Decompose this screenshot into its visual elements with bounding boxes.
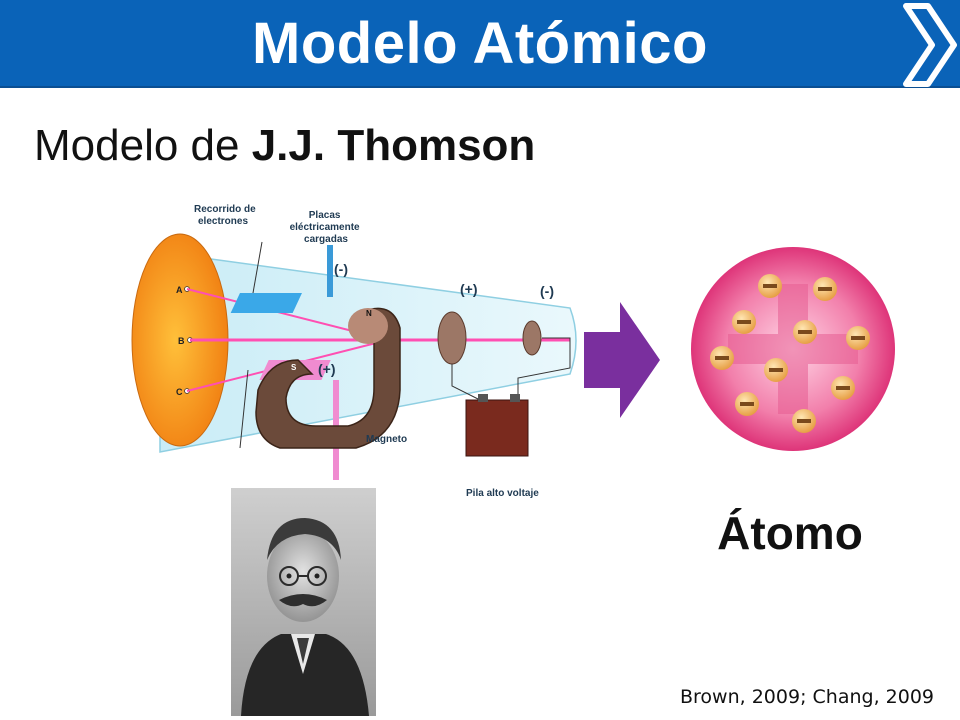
positive-charge-cross (728, 284, 858, 414)
cathode (522, 320, 542, 356)
screen-label-a: A (176, 285, 183, 295)
portrait-photo (231, 488, 376, 716)
subtitle: Modelo de J.J. Thomson (34, 118, 535, 174)
label-magnet-n: N (366, 309, 372, 318)
label-battery: Pila alto voltaje (466, 488, 539, 499)
atom-label: Átomo (717, 507, 863, 559)
atom-icon (691, 247, 895, 451)
slide-title: Modelo Atómico (252, 11, 708, 76)
subtitle-name: J.J. Thomson (251, 121, 536, 170)
label-top-plate-sign: (-) (334, 261, 348, 277)
anode (437, 311, 467, 365)
label-magnet-s: S (291, 363, 297, 372)
screen-label-b: B (178, 336, 185, 346)
label-magnet: Magneto (366, 434, 407, 445)
electrons (710, 274, 870, 433)
arrow-right-icon (584, 302, 660, 418)
cathode-ray-tube-diagram: A B C Recorrido de electrones Placas elé… (131, 204, 577, 499)
label-anode-sign: (+) (460, 281, 478, 297)
label-cathode-sign: (-) (540, 283, 554, 299)
label-electron-path: Recorrido de electrones (194, 204, 258, 227)
battery (465, 399, 529, 457)
screen-label-c: C (176, 387, 183, 397)
slide-header: Modelo Atómico (0, 0, 960, 88)
label-plates: Placas eléctricamente cargadas (290, 210, 363, 245)
label-bottom-plate-sign: (+) (318, 361, 336, 377)
citation: Brown, 2009; Chang, 2009 (680, 686, 934, 708)
top-plate (230, 293, 302, 313)
subtitle-prefix: Modelo de (34, 121, 252, 170)
chevron-right-icon (903, 3, 957, 87)
